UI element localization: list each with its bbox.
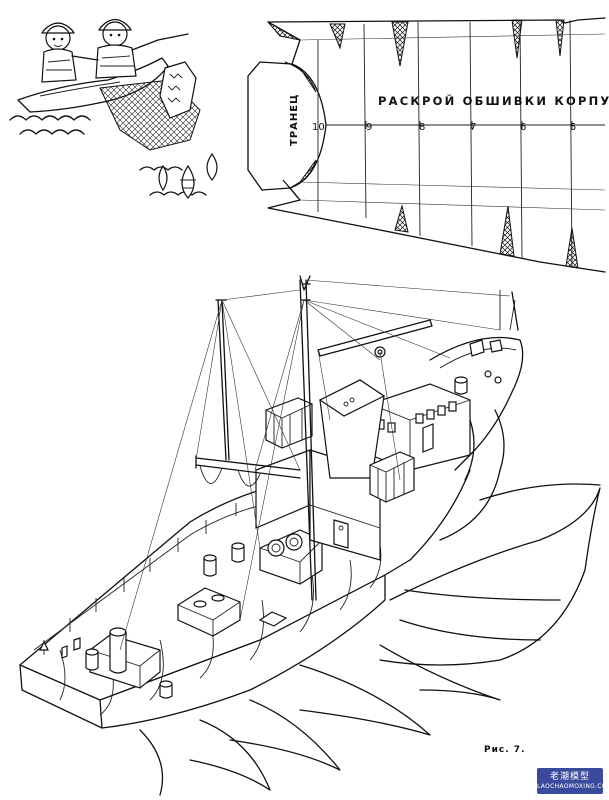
- hull-pattern: РАСКРОЙ ОБШИВКИ КОРПУСА И ТРАНЕЦ 10 9 8 …: [247, 17, 609, 273]
- watermark-brand: 老潮模型: [549, 771, 590, 782]
- watermark-url: LAOCHAOMOXING.COM: [537, 782, 609, 790]
- station-number: 9: [366, 122, 372, 133]
- fishing-trawler-icon: [19, 275, 601, 796]
- figure-caption: Рис. 7.: [484, 745, 525, 755]
- station-number: 6: [520, 122, 526, 133]
- station-number: 8: [419, 122, 425, 133]
- pattern-title: РАСКРОЙ ОБШИВКИ КОРПУСА И: [378, 93, 609, 108]
- fishermen-net-icon: [9, 18, 218, 199]
- watermark-badge: 老潮模型 LAOCHAOMOXING.COM: [537, 768, 609, 794]
- station-number: 10: [312, 122, 325, 133]
- transom-label: ТРАНЕЦ: [289, 94, 300, 146]
- station-number: 5: [570, 122, 576, 133]
- station-number: 7: [470, 122, 476, 133]
